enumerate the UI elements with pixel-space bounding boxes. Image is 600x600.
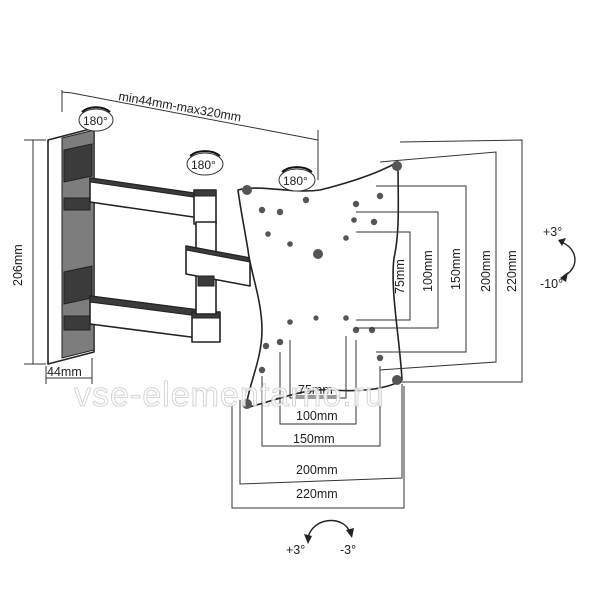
level-left-label: +3° xyxy=(286,543,305,557)
swivel-3-label: 180° xyxy=(283,174,308,188)
swivel-arm-upper xyxy=(89,177,217,225)
tilt-down-label: -10° xyxy=(540,277,563,291)
vesa-h-100: 100mm xyxy=(296,409,338,423)
vesa-h-150: 150mm xyxy=(293,432,335,446)
vesa-plate xyxy=(237,161,403,409)
vesa-v-75: 75mm xyxy=(393,259,407,294)
wall-plate xyxy=(47,127,95,365)
swivel-callout-3: 180° xyxy=(278,166,316,192)
vesa-holes xyxy=(242,161,402,409)
swivel-1-label: 180° xyxy=(83,114,108,128)
swivel-arm-lower xyxy=(89,295,221,343)
watermark: vse-elementarno.ru xyxy=(74,376,385,414)
vesa-h-75: 75mm xyxy=(298,383,333,397)
vesa-h-200: 200mm xyxy=(296,463,338,477)
wall-depth-dimension: 44mm xyxy=(45,358,93,384)
wall-depth-label: 44mm xyxy=(47,365,82,379)
level-right-label: -3° xyxy=(340,543,356,557)
swivel-2-label: 180° xyxy=(191,158,216,172)
vesa-v-200: 200mm xyxy=(479,250,493,292)
swivel-callout-2: 180° xyxy=(186,150,224,176)
reach-label: min44mm-max320mm xyxy=(117,89,242,124)
wall-height-dimension: 206mm xyxy=(11,139,46,365)
vesa-h-220: 220mm xyxy=(296,487,338,501)
vesa-horizontal-dimensions: 75mm 100mm 150mm 200mm 220mm xyxy=(231,336,405,509)
vesa-v-220: 220mm xyxy=(505,250,519,292)
wall-height-label: 206mm xyxy=(11,244,25,286)
vertical-hinge xyxy=(185,221,251,315)
level-indicator: +3° -3° xyxy=(286,519,356,557)
vesa-v-150: 150mm xyxy=(449,248,463,290)
vesa-v-100: 100mm xyxy=(421,250,435,292)
vesa-vertical-dimensions: 75mm 100mm 150mm 200mm 220mm xyxy=(356,139,523,383)
swivel-callout-1: 180° xyxy=(78,106,114,132)
tilt-indicator: +3° -10° xyxy=(540,225,576,291)
tilt-up-label: +3° xyxy=(543,225,562,239)
